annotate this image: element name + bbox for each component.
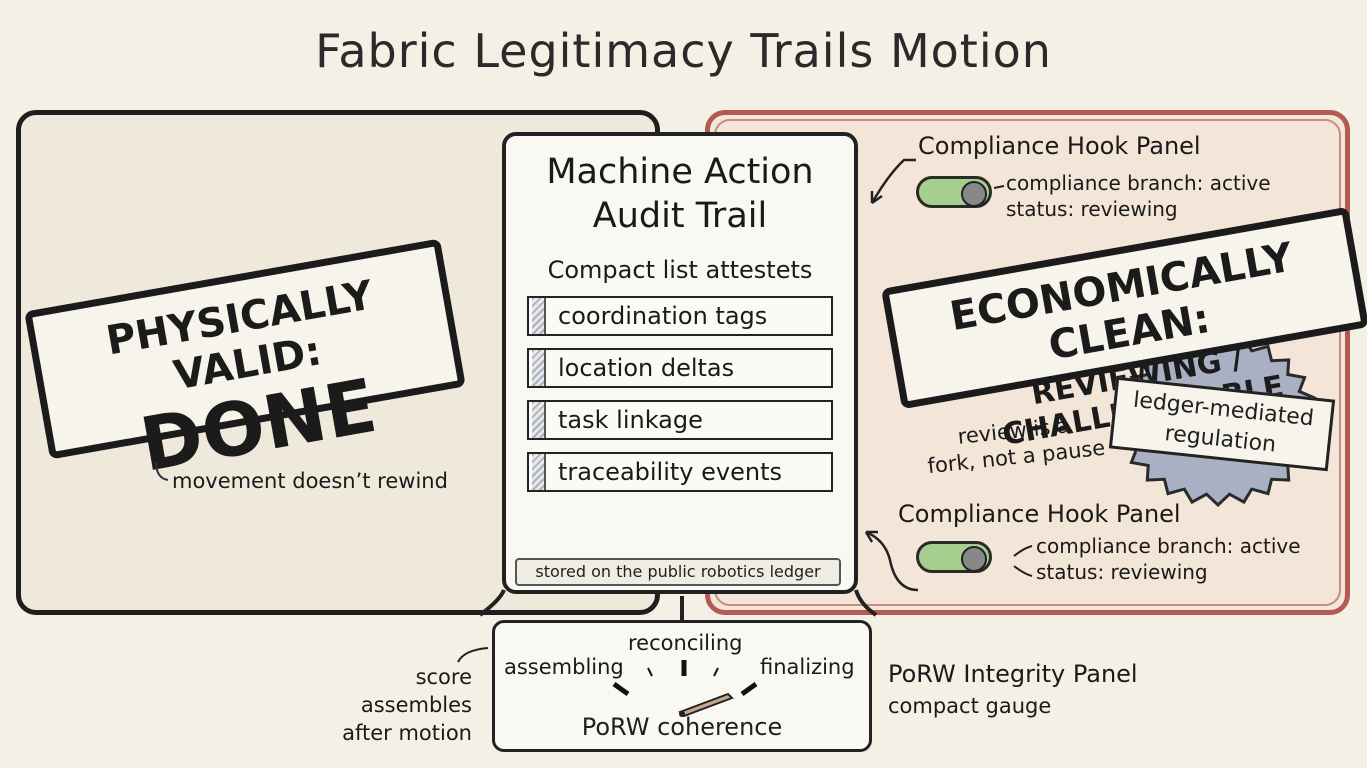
arrow-head-icon [870,191,883,205]
list-item: task linkage [527,400,833,440]
gauge-tick [647,667,653,677]
list-tab-icon [532,298,546,334]
compliance-status-top: compliance branch: active status: review… [1006,171,1271,221]
list-tab-icon [532,402,546,438]
movement-note: movement doesn’t rewind [172,469,448,493]
gauge-label: PoRW coherence [581,713,783,741]
list-tab-icon [532,454,546,490]
compliance-status-bottom: compliance branch: active status: review… [1036,534,1301,584]
arrow-icon [865,530,919,592]
audit-trail-title: Machine Action Audit Trail [546,152,814,236]
ledger-footer: stored on the public robotics ledger [515,558,841,586]
list-item-label: location deltas [558,354,735,382]
list-item: coordination tags [527,296,833,336]
gauge-stage-reconciling: reconciling [628,631,743,655]
compliance-hook-title-bottom: Compliance Hook Panel [898,500,1181,528]
list-item-label: task linkage [558,406,703,434]
list-item-label: traceability events [558,458,782,486]
gauge-stage-assembling: assembling [504,655,624,679]
gauge-tick [713,667,719,677]
compliance-hook-title-top: Compliance Hook Panel [918,132,1201,160]
gauge-stage-finalizing: finalizing [760,655,855,679]
gauge-tick [612,681,630,697]
porw-panel-subtitle: compact gauge [888,694,1052,718]
score-note: score assembles after motion [342,665,472,745]
arrow-head-icon [864,530,878,543]
page-title: Fabric Legitimacy Trails Motion [315,24,1052,78]
list-item-label: coordination tags [558,302,768,330]
right-panel-curve [854,589,878,617]
gauge-needle-icon [678,692,734,718]
arrow-icon [870,158,916,204]
audit-trail-subtitle: Compact list attestets [547,256,813,284]
list-item: traceability events [527,452,833,492]
list-tab-icon [532,350,546,386]
porw-panel-title: PoRW Integrity Panel [888,660,1138,688]
note-hook [155,461,169,481]
list-item: location deltas [527,348,833,388]
porw-gauge-card [492,620,872,752]
left-panel-curve [478,589,506,617]
toggle-switch-icon[interactable] [916,176,992,208]
gauge-tick [740,681,758,697]
toggle-switch-icon[interactable] [916,541,992,573]
